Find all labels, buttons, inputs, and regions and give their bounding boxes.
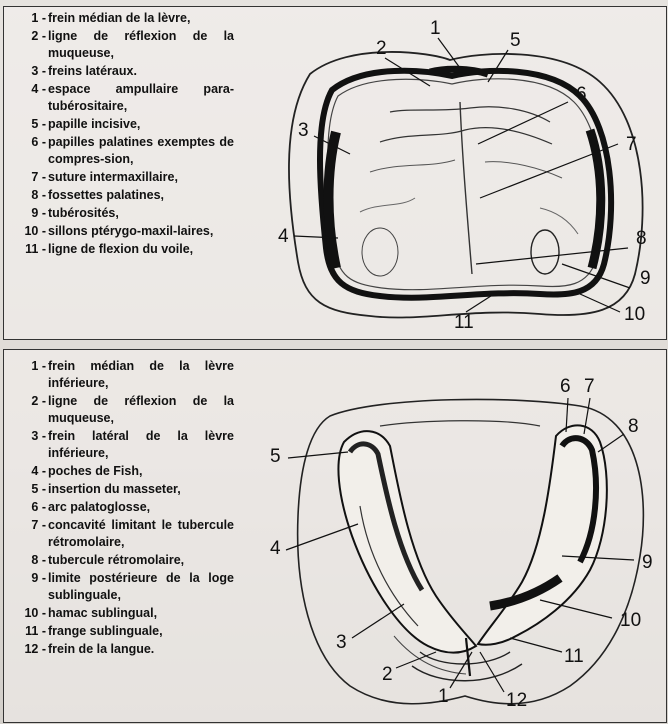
top-callout-9: 9 [640, 268, 651, 289]
top-legend-item: 3 -freins latéraux. [12, 63, 234, 80]
bottom-callout-8: 8 [628, 416, 639, 437]
legend-number: 4 - [12, 81, 46, 98]
top-legend-item: 11 -ligne de flexion du voile, [12, 241, 234, 258]
top-legend-item: 6 -papilles palatines exemptes de compre… [12, 134, 234, 168]
legend-number: 1 - [12, 358, 46, 375]
top-callout-4: 4 [278, 226, 289, 247]
legend-number: 6 - [12, 499, 46, 516]
legend-number: 3 - [12, 428, 46, 445]
legend-text: insertion du masseter, [48, 481, 234, 498]
legend-text: tubercule rétromolaire, [48, 552, 234, 569]
bottom-legend-item: 1 -frein médian de la lèvre inférieure, [12, 358, 234, 392]
top-callout-11: 11 [454, 312, 474, 333]
bottom-legend-item: 6 -arc palatoglosse, [12, 499, 234, 516]
top-legend-item: 10 -sillons ptérygo-maxil-laires, [12, 223, 234, 240]
legend-text: limite postérieure de la loge sublingual… [48, 570, 234, 604]
bottom-legend-item: 2 -ligne de réflexion de la muqueuse, [12, 393, 234, 427]
bottom-legend: 1 -frein médian de la lèvre inférieure,2… [12, 358, 234, 659]
bottom-legend-item: 4 -poches de Fish, [12, 463, 234, 480]
legend-number: 9 - [12, 205, 46, 222]
top-callout-10: 10 [624, 304, 645, 325]
left-flange [338, 431, 476, 653]
top-legend: 1 -frein médian de la lèvre,2 -ligne de … [12, 10, 234, 259]
legend-number: 9 - [12, 570, 46, 587]
legend-number: 10 - [12, 223, 46, 240]
legend-number: 5 - [12, 116, 46, 133]
legend-text: frein latéral de la lèvre inférieure, [48, 428, 234, 462]
top-legend-item: 4 -espace ampullaire para-tubérositaire, [12, 81, 234, 115]
top-callout-6: 6 [576, 84, 587, 105]
top-legend-item: 8 -fossettes palatines, [12, 187, 234, 204]
legend-number: 3 - [12, 63, 46, 80]
legend-text: papille incisive, [48, 116, 234, 133]
bottom-callout-12: 12 [506, 690, 527, 711]
top-callout-5: 5 [510, 30, 521, 51]
top-callout-3: 3 [298, 120, 309, 141]
top-legend-item: 9 -tubérosités, [12, 205, 234, 222]
legend-text: frein médian de la lèvre, [48, 10, 234, 27]
top-legend-item: 5 -papille incisive, [12, 116, 234, 133]
legend-number: 11 - [12, 623, 46, 640]
top-legend-item: 7 -suture intermaxillaire, [12, 169, 234, 186]
legend-number: 10 - [12, 605, 46, 622]
legend-text: arc palatoglosse, [48, 499, 234, 516]
legend-number: 5 - [12, 481, 46, 498]
bottom-callout-5: 5 [270, 446, 281, 467]
legend-number: 7 - [12, 517, 46, 534]
legend-number: 8 - [12, 552, 46, 569]
legend-text: freins latéraux. [48, 63, 234, 80]
legend-number: 2 - [12, 393, 46, 410]
bottom-legend-item: 8 -tubercule rétromolaire, [12, 552, 234, 569]
legend-number: 12 - [12, 641, 46, 658]
legend-text: papilles palatines exemptes de compres-s… [48, 134, 234, 168]
bottom-legend-item: 5 -insertion du masseter, [12, 481, 234, 498]
legend-text: ligne de réflexion de la muqueuse, [48, 393, 234, 427]
bottom-callout-6: 6 [560, 376, 571, 397]
legend-number: 8 - [12, 187, 46, 204]
bottom-legend-item: 10 -hamac sublingual, [12, 605, 234, 622]
top-legend-item: 1 -frein médian de la lèvre, [12, 10, 234, 27]
legend-text: ligne de réflexion de la muqueuse, [48, 28, 234, 62]
top-callout-7: 7 [626, 134, 637, 155]
bottom-callout-3: 3 [336, 632, 347, 653]
bottom-callout-7: 7 [584, 376, 595, 397]
top-legend-item: 2 -ligne de réflexion de la muqueuse, [12, 28, 234, 62]
bottom-callout-11: 11 [564, 646, 584, 667]
top-callout-8: 8 [636, 228, 647, 249]
bottom-legend-item: 3 -frein latéral de la lèvre inférieure, [12, 428, 234, 462]
mandibular-impression-drawing: 123456789101112 [240, 356, 660, 718]
legend-text: frein médian de la lèvre inférieure, [48, 358, 234, 392]
bottom-callout-2: 2 [382, 664, 393, 685]
bottom-callout-1: 1 [438, 686, 449, 707]
legend-text: sillons ptérygo-maxil-laires, [48, 223, 234, 240]
bottom-legend-item: 9 -limite postérieure de la loge subling… [12, 570, 234, 604]
legend-number: 4 - [12, 463, 46, 480]
bottom-callout-4: 4 [270, 538, 281, 559]
legend-text: tubérosités, [48, 205, 234, 222]
tray-outline [289, 52, 643, 318]
top-callout-1: 1 [430, 18, 441, 39]
legend-text: suture intermaxillaire, [48, 169, 234, 186]
legend-number: 6 - [12, 134, 46, 151]
bottom-legend-item: 7 -concavité limitant le tubercule rétro… [12, 517, 234, 551]
legend-text: poches de Fish, [48, 463, 234, 480]
maxillary-impression-drawing: 1 2 3 4 5 6 7 8 9 10 11 [240, 12, 660, 334]
bottom-legend-item: 12 -frein de la langue. [12, 641, 234, 658]
legend-number: 1 - [12, 10, 46, 27]
bottom-callout-10: 10 [620, 610, 641, 631]
legend-text: espace ampullaire para-tubérositaire, [48, 81, 234, 115]
legend-number: 7 - [12, 169, 46, 186]
top-callout-2: 2 [376, 38, 387, 59]
legend-text: concavité limitant le tubercule rétromol… [48, 517, 234, 551]
legend-text: frange sublinguale, [48, 623, 234, 640]
legend-text: ligne de flexion du voile, [48, 241, 234, 258]
legend-number: 2 - [12, 28, 46, 45]
legend-text: hamac sublingual, [48, 605, 234, 622]
legend-text: fossettes palatines, [48, 187, 234, 204]
legend-text: frein de la langue. [48, 641, 234, 658]
bottom-callout-9: 9 [642, 552, 653, 573]
legend-number: 11 - [12, 241, 46, 258]
bottom-legend-item: 11 -frange sublinguale, [12, 623, 234, 640]
